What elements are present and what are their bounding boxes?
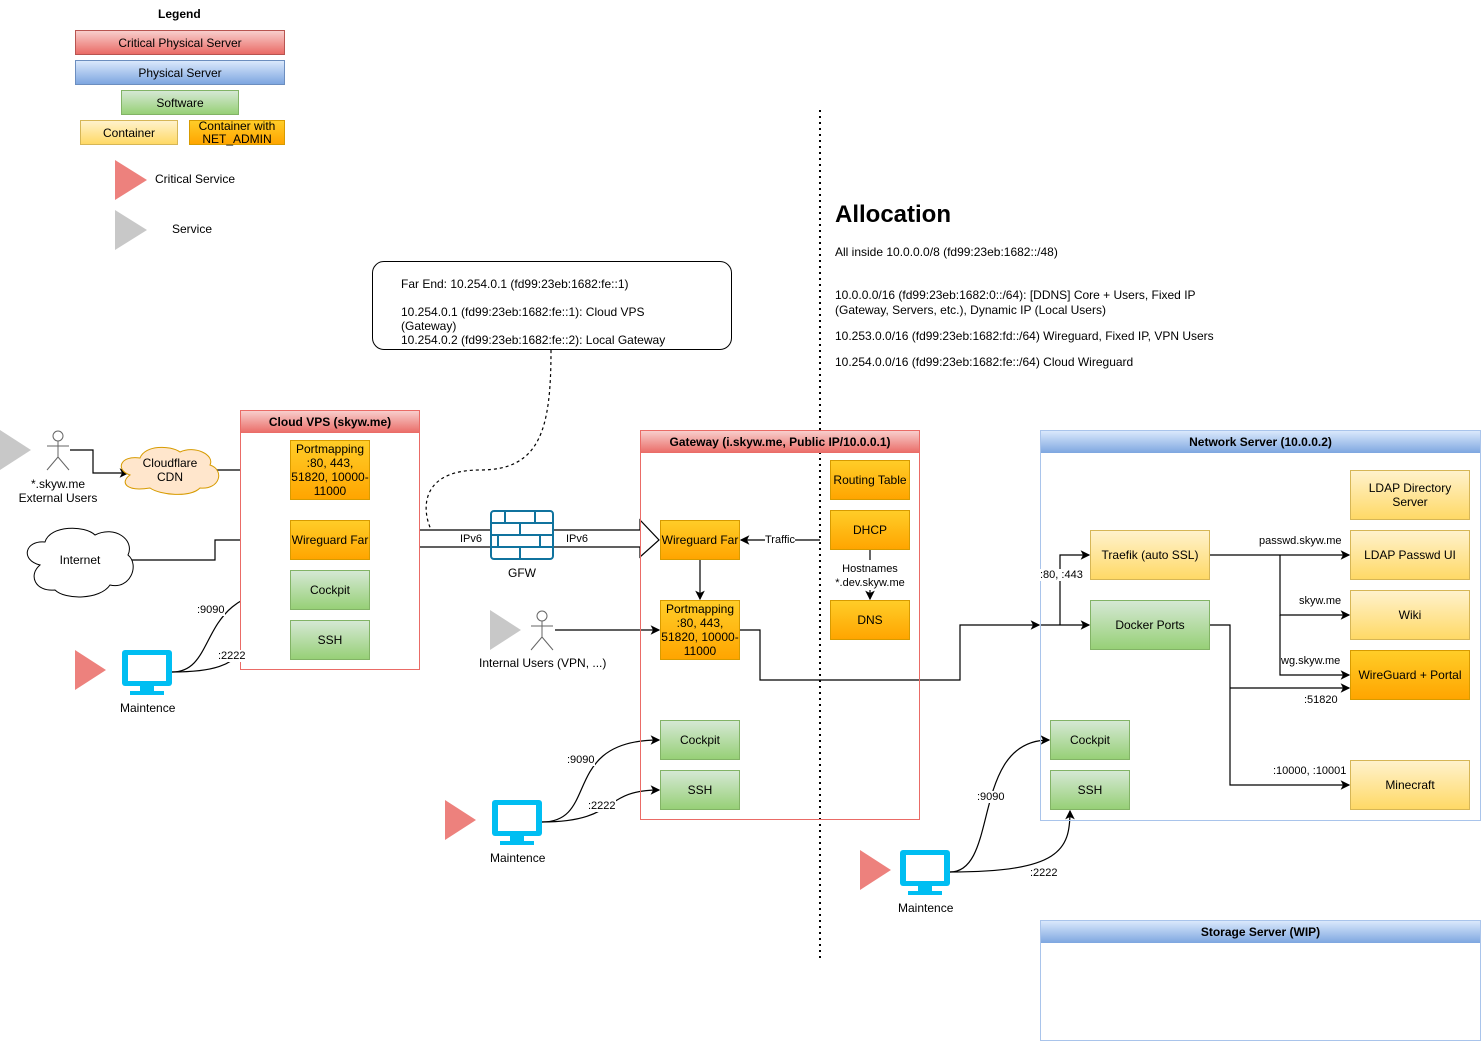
allocation-title: Allocation — [835, 201, 952, 228]
network-ssh: SSH — [1050, 770, 1130, 810]
maintenance-label: Maintence — [120, 701, 176, 715]
gateway-title: Gateway (i.skyw.me, Public IP/10.0.0.1) — [641, 431, 919, 453]
ipv6-label: IPv6 — [566, 533, 589, 545]
legend-software: Software — [121, 90, 239, 115]
legend-container-net-admin: Container with NET_ADMIN — [189, 119, 285, 145]
legend-container: Container — [80, 120, 178, 145]
routing-table: Routing Table — [830, 460, 910, 500]
route-label: passwd.skyw.me — [1259, 535, 1342, 547]
port-label: :9090 — [977, 791, 1005, 803]
dns: DNS — [830, 600, 910, 640]
hostnames-label: Hostnames *.dev.skyw.me — [825, 562, 915, 590]
docker-ports: Docker Ports — [1090, 600, 1210, 650]
gfw-label: GFW — [508, 566, 536, 580]
maintenance-label: Maintence — [490, 851, 546, 865]
gateway-cockpit: Cockpit — [660, 720, 740, 760]
port-label: :2222 — [588, 800, 616, 812]
network-server-container: Network Server (10.0.0.2) — [1040, 430, 1481, 821]
callout-line: 10.254.0.2 (fd99:23eb:1682:fe::2): Local… — [401, 333, 666, 347]
cloud-cockpit: Cockpit — [290, 570, 370, 610]
gateway-container: Gateway (i.skyw.me, Public IP/10.0.0.1) — [640, 430, 920, 820]
firewall-icon — [490, 510, 554, 560]
callout-note: Far End: 10.254.0.1 (fd99:23eb:1682:fe::… — [372, 261, 732, 350]
port-label: :9090 — [567, 754, 595, 766]
cloud-wireguard-far: Wireguard Far — [290, 520, 370, 560]
allocation-item: 10.254.0.0/16 (fd99:23eb:1682:fe::/64) C… — [835, 355, 1134, 369]
wireguard-portal: WireGuard + Portal — [1350, 650, 1470, 700]
allocation-item: 10.0.0.0/16 (fd99:23eb:1682:0::/64): [DD… — [835, 288, 1196, 317]
route-label: :10000, :10001 — [1273, 765, 1347, 777]
traffic-label: Traffic — [765, 534, 795, 546]
ldap-directory-server: LDAP Directory Server — [1350, 470, 1470, 520]
external-users-label: *.skyw.me External Users — [18, 477, 98, 505]
legend-critical-service: Critical Service — [155, 172, 236, 186]
legend-title: Legend — [158, 7, 201, 21]
storage-server-title: Storage Server (WIP) — [1041, 921, 1480, 943]
gateway-ssh: SSH — [660, 770, 740, 810]
cloud-ssh: SSH — [290, 620, 370, 660]
allocation-item: 10.253.0.0/16 (fd99:23eb:1682:fd::/64) W… — [835, 329, 1214, 343]
route-label: :51820 — [1304, 694, 1338, 706]
cloudflare-cdn: Cloudflare CDN — [142, 456, 198, 484]
dhcp: DHCP — [830, 510, 910, 550]
ipv6-label: IPv6 — [460, 533, 483, 545]
network-server-title: Network Server (10.0.0.2) — [1041, 431, 1480, 453]
cloud-portmapping: Portmapping :80, 443, 51820, 10000-11000 — [290, 440, 370, 500]
port-label: :9090 — [197, 604, 225, 616]
internet-cloud: Internet — [59, 553, 101, 567]
internal-users-label: Internal Users (VPN, ...) — [479, 656, 607, 670]
storage-server-container: Storage Server (WIP) — [1040, 920, 1481, 1041]
gateway-wireguard-far: Wireguard Far — [660, 520, 740, 560]
legend-physical-server: Physical Server — [75, 60, 285, 85]
route-label: wg.skyw.me — [1281, 655, 1341, 667]
route-label: :80, :443 — [1040, 569, 1083, 581]
allocation-intro: All inside 10.0.0.0/8 (fd99:23eb:1682::/… — [835, 245, 1058, 259]
minecraft: Minecraft — [1350, 760, 1470, 810]
maintenance-label: Maintence — [898, 901, 954, 915]
legend-service: Service — [172, 222, 213, 236]
port-label: :2222 — [218, 650, 246, 662]
wiki: Wiki — [1350, 590, 1470, 640]
traefik: Traefik (auto SSL) — [1090, 530, 1210, 580]
port-label: :2222 — [1030, 867, 1058, 879]
legend-critical-physical-server: Critical Physical Server — [75, 30, 285, 55]
cloud-vps-title: Cloud VPS (skyw.me) — [241, 411, 419, 433]
gateway-portmapping: Portmapping :80, 443, 51820, 10000-11000 — [660, 600, 740, 660]
network-cockpit: Cockpit — [1050, 720, 1130, 760]
ldap-passwd-ui: LDAP Passwd UI — [1350, 530, 1470, 580]
callout-line: 10.254.0.1 (fd99:23eb:1682:fe::1): Cloud… — [401, 305, 645, 333]
route-label: skyw.me — [1299, 595, 1342, 607]
callout-line: Far End: 10.254.0.1 (fd99:23eb:1682:fe::… — [401, 277, 629, 291]
